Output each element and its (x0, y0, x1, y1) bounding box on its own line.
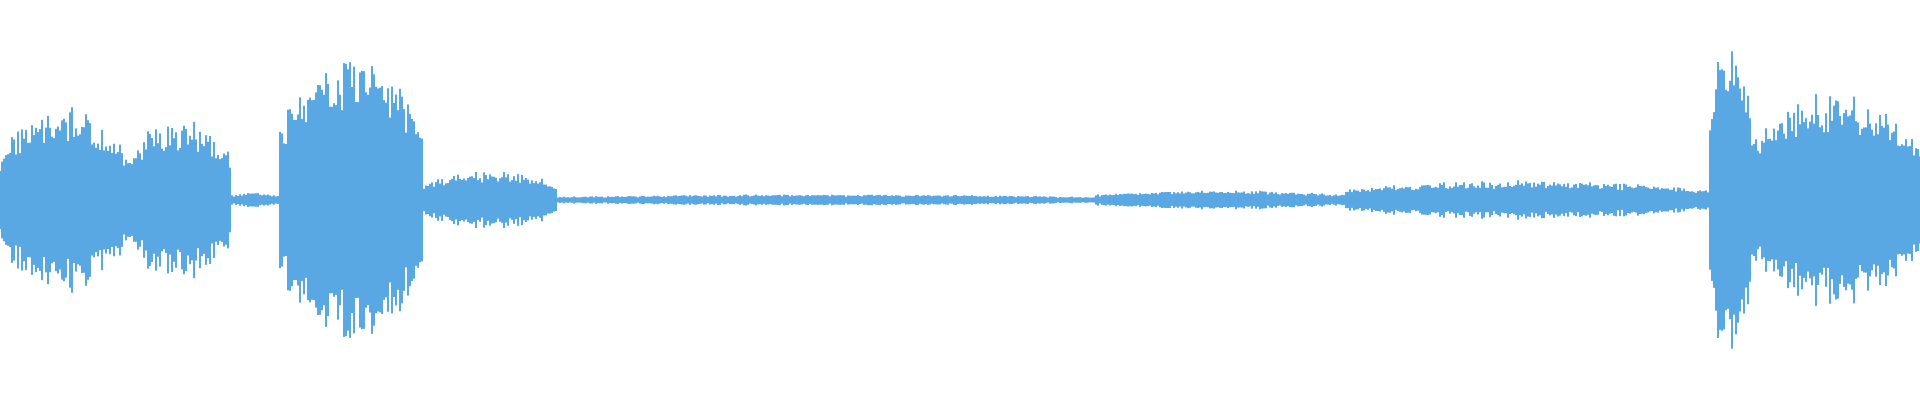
audio-waveform (0, 51, 1920, 349)
